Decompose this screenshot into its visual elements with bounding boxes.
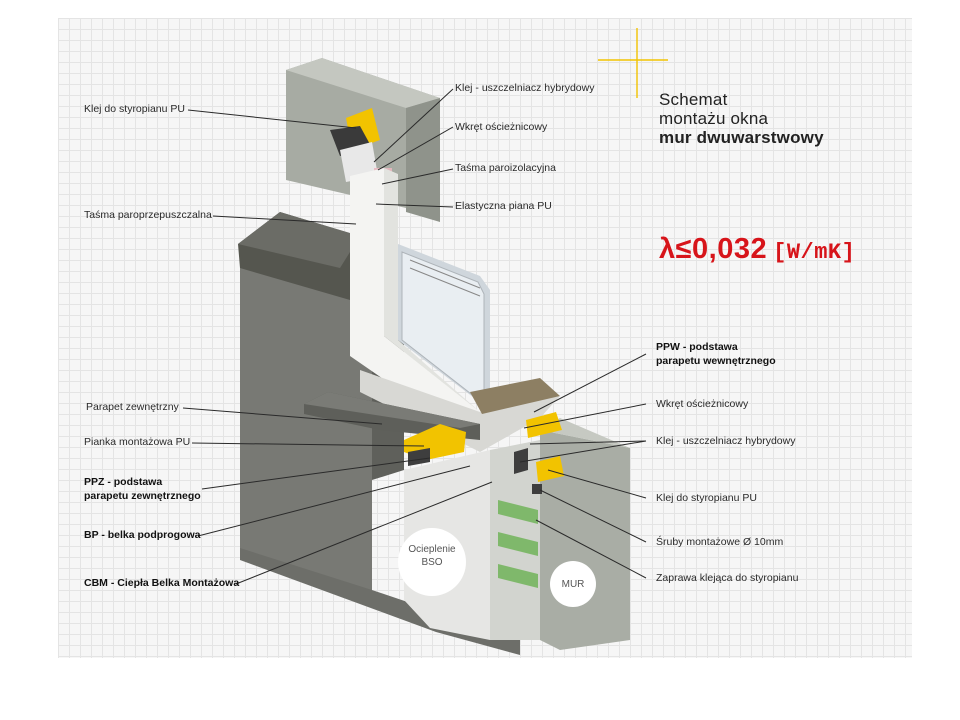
label-klej-uszczelniacz-top: Klej - uszczelniacz hybrydowy bbox=[455, 82, 595, 94]
green-adhesive-strips bbox=[498, 500, 538, 588]
lambda-value: λ≤0,032[W/mK] bbox=[659, 233, 855, 266]
label-wkret-oscieznicowy-top: Wkręt ościeżnicowy bbox=[455, 121, 548, 133]
label-klej-styropianu-bottom: Klej do styropianu PU bbox=[656, 492, 757, 504]
bso-circle bbox=[398, 528, 466, 596]
bso-line-1: Ocieplenie bbox=[408, 544, 456, 555]
label-tasma-paroizolacyjna: Taśma paroizolacyjna bbox=[455, 162, 556, 174]
label-ppw-line2: parapetu wewnętrznego bbox=[656, 355, 776, 367]
window-frame bbox=[350, 168, 490, 446]
label-bp: BP - belka podprogowa bbox=[84, 529, 201, 541]
label-wkret-oscieznicowy-bottom: Wkręt ościeżnicowy bbox=[656, 398, 749, 410]
lambda-number: λ≤0,032 bbox=[659, 233, 768, 265]
base-pieces bbox=[408, 448, 542, 494]
bso-line-2: BSO bbox=[421, 557, 443, 568]
label-ppz-line2: parapetu zewnętrznego bbox=[84, 490, 201, 502]
label-pianka-montazowa: Pianka montażowa PU bbox=[84, 436, 191, 448]
title-line-1: Schemat bbox=[659, 90, 728, 109]
bso-circle-label: Ocieplenie BSO bbox=[398, 543, 466, 569]
label-parapet-zewnetrzny: Parapet zewnętrzny bbox=[86, 401, 179, 413]
diagram-title: Schemat montażu okna mur dwuwarstwowy bbox=[659, 90, 824, 147]
title-line-3: mur dwuwarstwowy bbox=[659, 128, 824, 147]
title-line-2: montażu okna bbox=[659, 109, 769, 128]
label-cbm: CBM - Ciepła Belka Montażowa bbox=[84, 577, 240, 589]
lambda-unit: [W/mK] bbox=[773, 240, 856, 265]
right-wall-mur bbox=[540, 418, 630, 650]
label-zaprawa: Zaprawa klejąca do styropianu bbox=[656, 572, 799, 584]
leader-lines bbox=[182, 88, 647, 585]
yellow-crosshair-accent bbox=[598, 28, 668, 98]
label-tasma-paroprzepuszczalna: Taśma paroprzepuszczalna bbox=[84, 209, 212, 221]
reveal-foam-cushion bbox=[238, 212, 372, 300]
label-elastyczna-piana: Elastyczna piana PU bbox=[455, 200, 552, 212]
mur-circle bbox=[550, 561, 596, 607]
label-ppz-line1: PPZ - podstawa bbox=[84, 476, 163, 488]
mur-circle-label: MUR bbox=[561, 579, 585, 590]
sill-frame bbox=[360, 370, 560, 452]
label-klej-styropianu-top: Klej do styropianu PU bbox=[84, 103, 185, 115]
label-ppw-line1: PPW - podstawa bbox=[656, 341, 738, 353]
label-klej-uszczelniacz-bottom: Klej - uszczelniacz hybrydowy bbox=[656, 435, 796, 447]
label-sruby: Śruby montażowe Ø 10mm bbox=[656, 536, 784, 548]
